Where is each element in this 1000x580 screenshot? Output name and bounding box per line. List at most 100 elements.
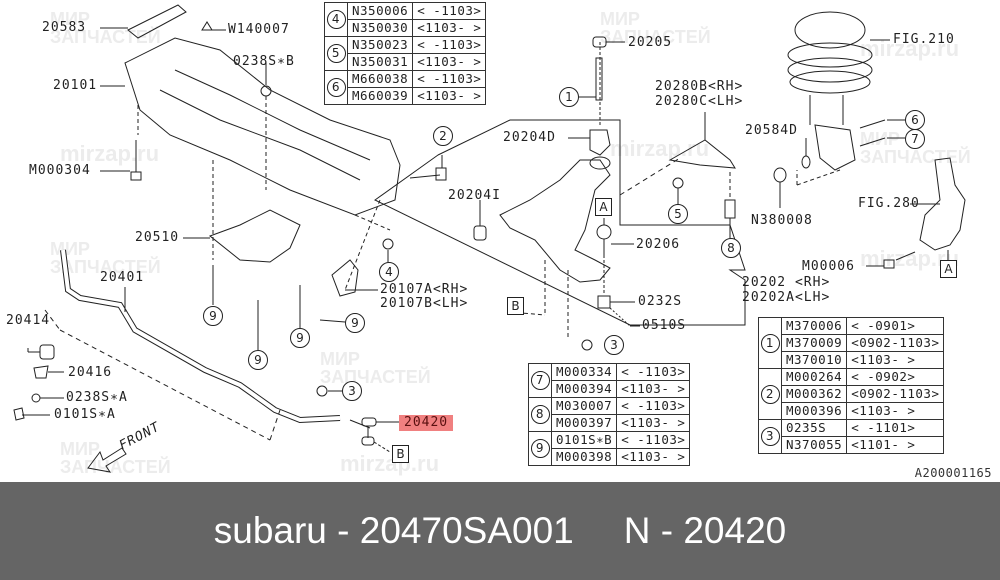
label-20107A: 20107A<RH>: [380, 282, 469, 297]
label-20401: 20401: [100, 270, 145, 285]
part-number: N350031: [346, 53, 414, 71]
crossmember-20101: [124, 37, 401, 216]
part-number: M000396: [780, 402, 848, 420]
date-range: <1103- >: [846, 351, 945, 369]
part-number: N350030: [346, 19, 414, 37]
date-range: < -1101>: [846, 419, 945, 437]
callout-7: 7: [905, 129, 925, 149]
date-range: <1103- >: [412, 87, 487, 105]
date-range: < -1103>: [412, 2, 487, 20]
date-range: <1103- >: [616, 448, 691, 466]
part-number: 0101S∗B: [550, 431, 618, 449]
part-number: M370006: [780, 317, 848, 335]
part-number: M000398: [550, 448, 618, 466]
label-20107B: 20107B<LH>: [380, 296, 469, 311]
label-FIG210[interactable]: FIG.210: [893, 32, 955, 47]
label-0238SB: 0238S∗B: [233, 54, 295, 69]
label-20414: 20414: [6, 313, 51, 328]
date-range: <1103- >: [412, 53, 487, 71]
label-0510S: 0510S: [642, 318, 687, 333]
date-range: < -1103>: [616, 363, 691, 381]
diagram-number: N - 20420: [623, 510, 787, 551]
callout-9: 9: [530, 439, 550, 458]
callout-5: 5: [668, 204, 688, 224]
callout-3: 3: [604, 335, 624, 355]
date-range: <0902-1103>: [846, 334, 945, 352]
callout-3: 3: [760, 427, 780, 446]
date-range: < -1103>: [616, 397, 691, 415]
part-number: M370009: [780, 334, 848, 352]
part-number: N350023: [346, 36, 414, 54]
callout-1: 1: [760, 333, 780, 353]
callout-5: 5: [326, 44, 346, 63]
part-number: N350006: [346, 2, 414, 20]
part-number: M000394: [550, 380, 618, 398]
label-20416: 20416: [68, 365, 113, 380]
date-range: < -1103>: [412, 70, 487, 88]
label-20583: 20583: [42, 20, 87, 35]
label-20202A: 20202A<LH>: [742, 290, 831, 305]
line-art: [13, 4, 966, 473]
part-number: M000362: [780, 385, 848, 403]
part-number: M030007: [550, 397, 618, 415]
callout-7: 7: [530, 371, 550, 390]
label-20510: 20510: [135, 230, 180, 245]
document-id: A200001165: [914, 466, 992, 480]
callout-4: 4: [326, 10, 346, 29]
label-0232S: 0232S: [638, 294, 683, 309]
label-20101: 20101: [53, 78, 98, 93]
label-20204I: 20204I: [448, 188, 501, 203]
part-number: M660038: [346, 70, 414, 88]
plate-20583: [127, 4, 187, 39]
label-M000304: M000304: [29, 163, 91, 178]
label-20280C: 20280C<LH>: [655, 94, 744, 109]
label-20205: 20205: [628, 35, 673, 50]
label-20584D: 20584D: [745, 123, 798, 138]
date-range: <1101- >: [846, 436, 945, 454]
date-range: <0902-1103>: [846, 385, 945, 403]
ref-A: A: [595, 198, 612, 216]
label-20420-highlighted[interactable]: 20420: [399, 415, 454, 431]
part-number: M660039: [346, 87, 414, 105]
label-20280B: 20280B<RH>: [655, 79, 744, 94]
callout-8: 8: [721, 238, 741, 258]
callout-9: 9: [345, 313, 365, 333]
front-arrow: [87, 447, 127, 473]
footer-bar: subaru - 20470SA001 N - 20420: [0, 482, 1000, 580]
label-FIG280[interactable]: FIG.280: [858, 196, 920, 211]
label-W140007: W140007: [228, 22, 290, 37]
date-range: < -1103>: [616, 431, 691, 449]
part-number: M000334: [550, 363, 618, 381]
part-number: 0235S: [780, 419, 848, 437]
label-0101SA: 0101S∗A: [54, 407, 116, 422]
ref-B: B: [392, 445, 409, 463]
callout-1: 1: [559, 87, 579, 107]
callout-9: 9: [203, 306, 223, 326]
part-number: N370055: [780, 436, 848, 454]
lower-arm-20202: [499, 159, 611, 283]
date-range: <1103- >: [616, 380, 691, 398]
label-20206: 20206: [636, 237, 681, 252]
footer-caption: subaru - 20470SA001 N - 20420: [0, 482, 1000, 580]
callout-6: 6: [326, 78, 346, 97]
callout-9: 9: [290, 328, 310, 348]
ref-B: B: [507, 297, 524, 315]
date-range: <1103- >: [412, 19, 487, 37]
callout-2: 2: [760, 384, 780, 404]
label-M00006: M00006: [802, 259, 855, 274]
date-range: < -0901>: [846, 317, 945, 335]
date-range: <1103- >: [846, 402, 945, 420]
callout-3: 3: [342, 381, 362, 401]
callout-8: 8: [530, 405, 550, 424]
callout-6: 6: [905, 110, 925, 130]
date-range: <1103- >: [616, 414, 691, 432]
ref-A: A: [940, 260, 957, 278]
part-number: M000397: [550, 414, 618, 432]
date-range: < -0902>: [846, 368, 945, 386]
brand-part-number: subaru - 20470SA001: [213, 510, 574, 551]
part-number: M000264: [780, 368, 848, 386]
part-number: M370010: [780, 351, 848, 369]
